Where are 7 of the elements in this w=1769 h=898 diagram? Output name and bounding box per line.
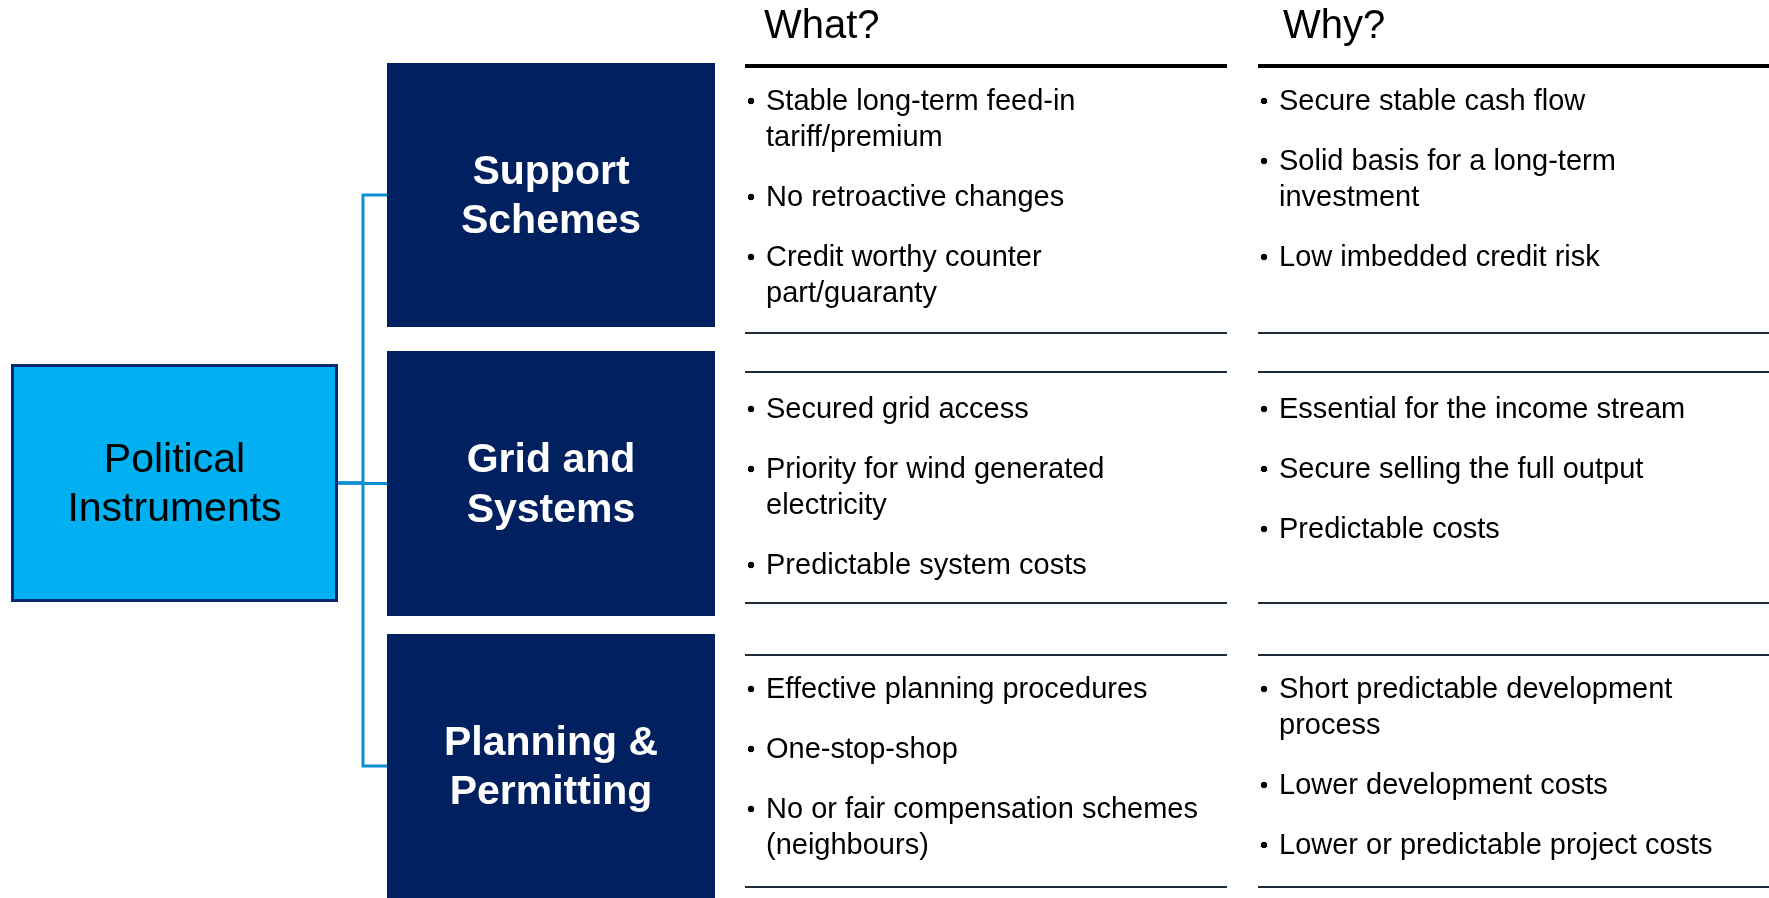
category-box: Planning & Permitting — [387, 634, 715, 898]
column-heading: Why? — [1283, 2, 1386, 47]
connector-line — [338, 481, 387, 768]
root-box: Political Instruments — [11, 364, 338, 602]
column-heading: What? — [764, 2, 880, 47]
category-box: Grid and Systems — [387, 351, 715, 616]
category-box: Support Schemes — [387, 63, 715, 327]
